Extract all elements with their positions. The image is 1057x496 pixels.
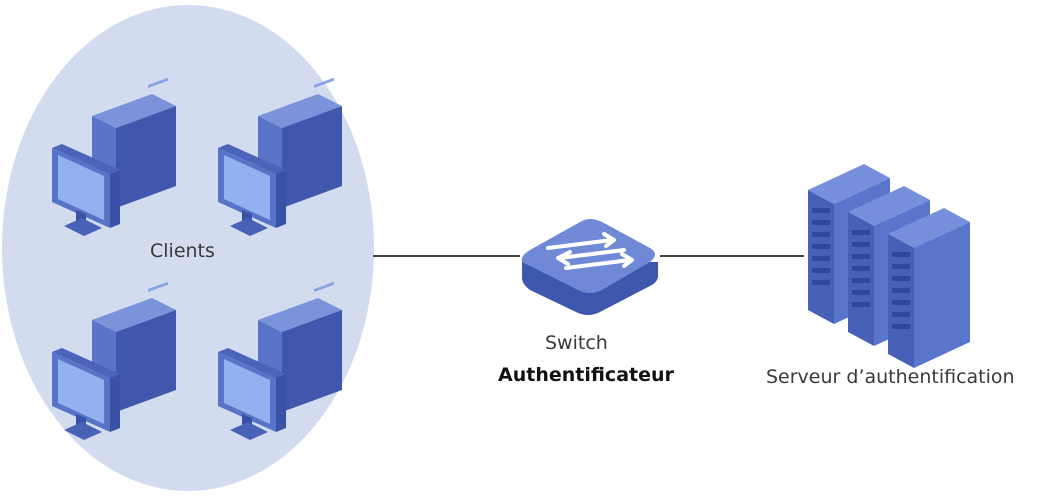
switch-label: Switch [545,332,608,354]
network-switch-icon [521,219,658,315]
server-rack-icon [808,164,970,368]
clients-label: Clients [150,240,215,262]
authenticator-label: Authentificateur [498,364,674,386]
server-label: Serveur d’authentification [766,366,1015,388]
